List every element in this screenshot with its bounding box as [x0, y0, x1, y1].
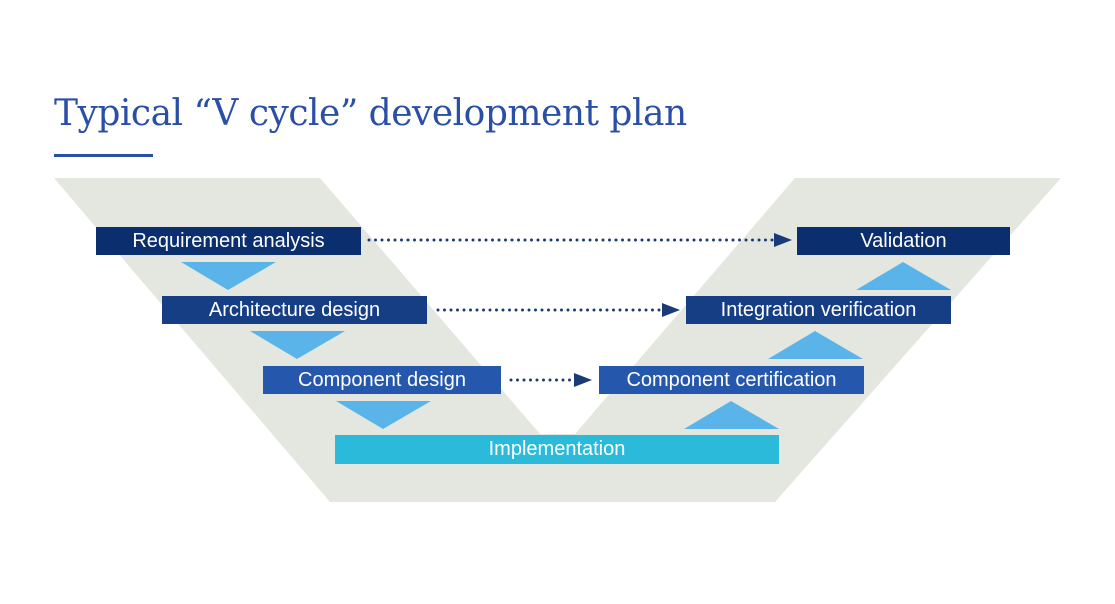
descend-triangle-1 [181, 262, 276, 290]
implementation-box: Implementation [335, 435, 779, 464]
dotted-arrow-validation [367, 233, 792, 247]
integration-verification-box: Integration verification [686, 296, 951, 324]
descend-triangle-3 [336, 401, 431, 429]
ascend-triangle-1 [684, 401, 779, 429]
dotted-arrow-integration [436, 303, 680, 317]
v-background-band [54, 178, 1061, 502]
title-underline [54, 154, 153, 157]
architecture-design-box: Architecture design [162, 296, 427, 324]
requirement-analysis-box: Requirement analysis [96, 227, 361, 255]
descend-triangle-2 [250, 331, 345, 359]
page-title: Typical “V cycle” development plan [54, 93, 687, 134]
validation-box: Validation [797, 227, 1010, 255]
component-certification-box: Component certification [599, 366, 864, 394]
dotted-arrow-certification [509, 373, 592, 387]
ascend-triangle-2 [768, 331, 863, 359]
ascend-triangle-3 [856, 262, 951, 290]
component-design-box: Component design [263, 366, 501, 394]
